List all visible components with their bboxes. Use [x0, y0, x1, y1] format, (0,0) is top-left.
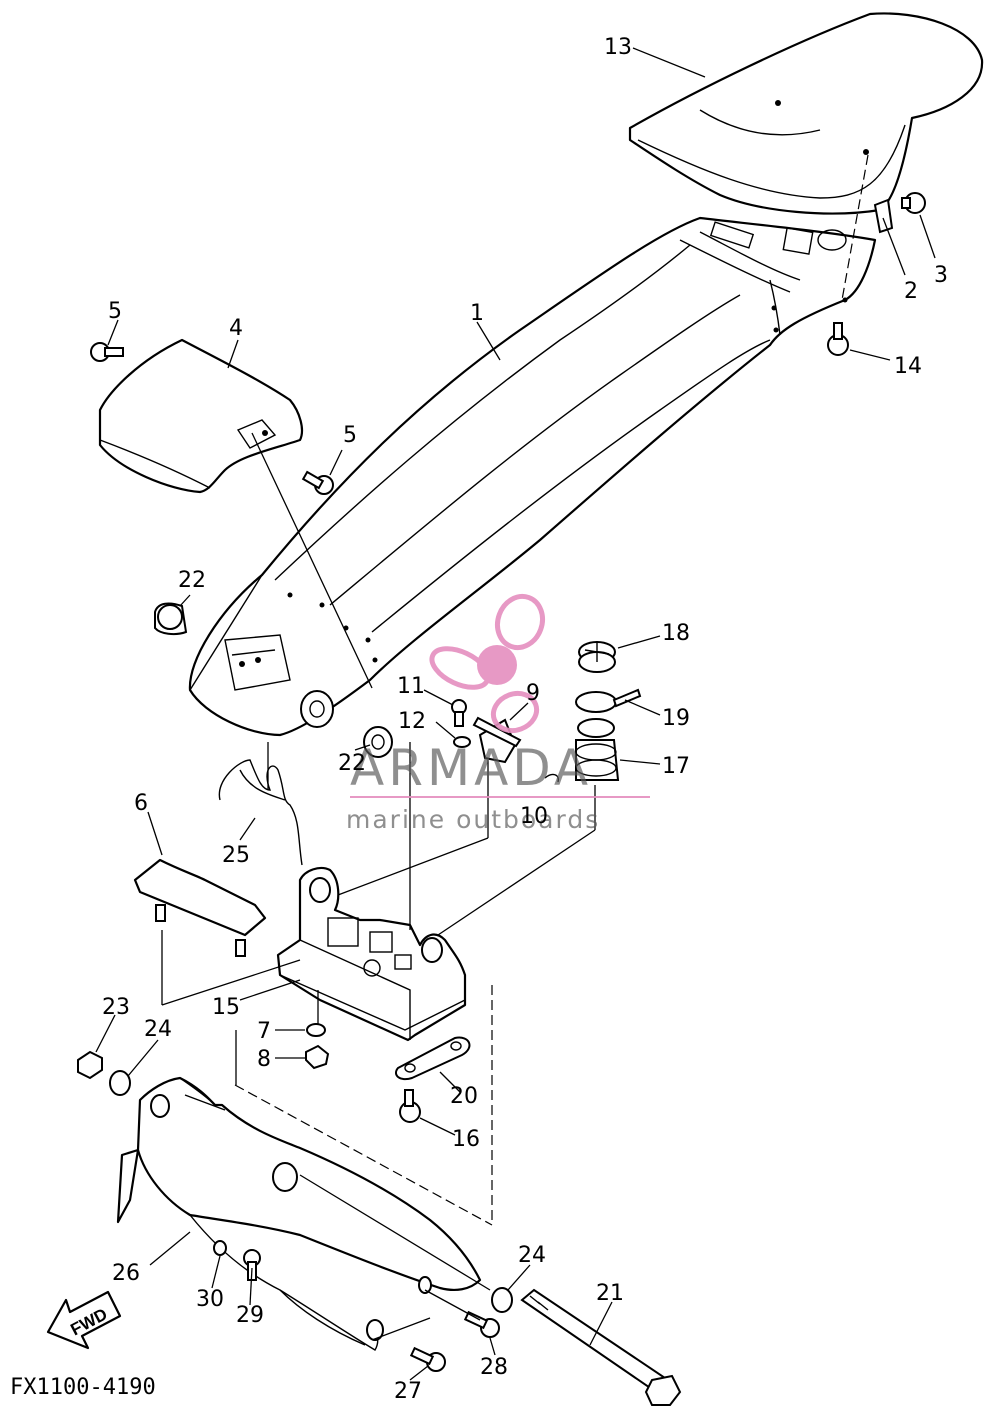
callout-8: 8: [257, 1047, 271, 1072]
callout-4: 4: [229, 316, 243, 341]
callout-13: 13: [604, 35, 632, 60]
callout-3: 3: [934, 263, 948, 288]
part-15-lower-bracket: [276, 866, 467, 1042]
callout-27: 27: [394, 1379, 422, 1404]
hardware-parts: [77, 192, 926, 1406]
callout-9: 9: [526, 681, 540, 706]
callout-26: 26: [112, 1261, 140, 1286]
callout-21: 21: [596, 1281, 624, 1306]
watermark-brand: ARMADA: [350, 739, 592, 797]
watermark-logo: ARMADA marine outboards: [346, 593, 650, 834]
callout-1: 1: [470, 301, 484, 326]
diagram-code: FX1100-4190: [10, 1375, 156, 1400]
callout-25: 25: [222, 843, 250, 868]
callout-7: 7: [257, 1019, 271, 1044]
callout-5a: 5: [108, 299, 122, 324]
callout-16: 16: [452, 1127, 480, 1152]
callout-12: 12: [398, 709, 426, 734]
callout-labels: 13 2 3 14 1 4 5 5 22 22 11 12 9 10 18 19…: [102, 35, 948, 1404]
callout-11: 11: [397, 674, 425, 699]
callout-10: 10: [520, 804, 548, 829]
callout-15: 15: [212, 995, 240, 1020]
callout-14: 14: [894, 354, 922, 379]
callout-24b: 24: [518, 1243, 546, 1268]
part-26-lower-cover: [116, 1076, 482, 1351]
part-1-steering-arm-housing: [188, 216, 877, 737]
leader-lines: [95, 47, 936, 1381]
callout-29: 29: [236, 1303, 264, 1328]
callout-22a: 22: [178, 568, 206, 593]
callout-24a: 24: [144, 1017, 172, 1042]
part-4-front-cover: [98, 338, 304, 494]
fwd-arrow-icon: FWD: [46, 1290, 122, 1350]
callout-18: 18: [662, 621, 690, 646]
watermark-tagline: marine outboards: [346, 805, 600, 834]
callout-5b: 5: [343, 423, 357, 448]
callout-22b: 22: [338, 751, 366, 776]
callout-23: 23: [102, 995, 130, 1020]
part-6-stopper-plate: [133, 858, 267, 957]
callout-28: 28: [480, 1355, 508, 1380]
callout-19: 19: [662, 706, 690, 731]
callout-20: 20: [450, 1084, 478, 1109]
propeller-icon: [429, 593, 546, 734]
callout-17: 17: [662, 754, 690, 779]
part-13-rear-cap: [628, 12, 984, 215]
callout-2: 2: [904, 279, 918, 304]
callout-6: 6: [134, 791, 148, 816]
callout-30: 30: [196, 1287, 224, 1312]
